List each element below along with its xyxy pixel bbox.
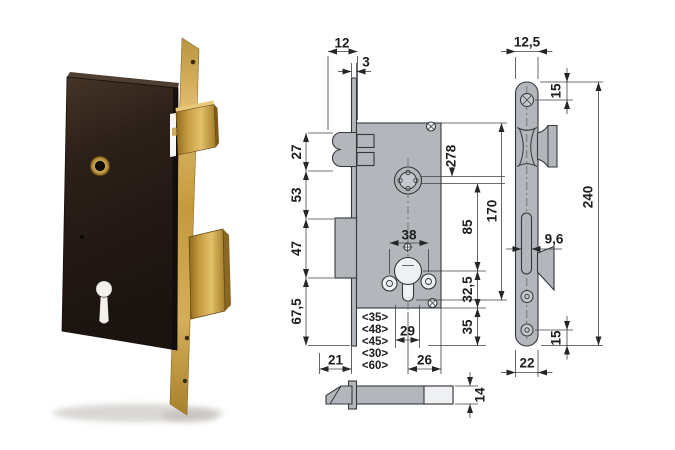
fv-screw-tr-cross2 [427, 123, 435, 130]
photo-body-top-bevel [67, 72, 179, 88]
fv-dim-32-5: 32,5 [460, 276, 475, 303]
sv-screw-mid [520, 290, 534, 303]
sv-deadbolt-wedge [536, 245, 555, 292]
fv-follower-inner [399, 171, 417, 190]
fv-flank-hole-right [420, 273, 437, 290]
sv-dim-15-bottom: 15 [549, 330, 564, 346]
sv-bolt-slot [520, 212, 533, 275]
sv-screw-top-cross2 [522, 95, 532, 105]
photo-follower-hole [94, 160, 106, 172]
product-photo [53, 37, 231, 422]
sv-screw-bottom-inner [524, 327, 530, 333]
fv-screw-br-cross2 [429, 299, 436, 307]
fv-dim-35: 35 [460, 319, 475, 335]
sv-latch-slot-left [519, 128, 524, 166]
sv-latch-slot-top [516, 127, 538, 131]
sv-latch-head [536, 124, 558, 168]
fv-latch-inner-bottom [356, 151, 375, 167]
photo-plate-screw-mid [184, 335, 190, 341]
photo-latch-top-face [175, 100, 214, 112]
fv-cylinder-circle [393, 256, 423, 286]
fv-dim-12: 12 [334, 36, 349, 51]
fv-dim-85: 85 [460, 219, 475, 235]
photo-latch-bolt [175, 104, 217, 156]
fv-size-30: <30> [362, 348, 389, 360]
photo-deadbolt-side-face [223, 229, 231, 311]
fv-dim-38: 38 [401, 228, 417, 243]
fv-follower-notch-e [413, 177, 419, 184]
fv-size-48: <48> [362, 324, 389, 336]
sv-screw-bottom [520, 323, 534, 337]
fv-dim-29: 29 [400, 324, 415, 339]
photo-latch-side-face [214, 104, 219, 147]
fv-dim-3: 3 [362, 55, 370, 70]
fv-latch-topview-bevel [329, 385, 342, 405]
fv-dim-278: 278 [444, 144, 459, 167]
fv-dim-53: 53 [289, 187, 304, 203]
photo-keyhole-slot [98, 293, 110, 325]
side-view-drawing: 12,5 15 240 9,6 15 22 [501, 35, 603, 377]
sv-dim-15-top: 15 [549, 83, 564, 99]
sv-latch-slot-bottom [516, 163, 538, 167]
fv-size-60: <60> [362, 360, 389, 372]
fv-latch-inner-top [356, 133, 375, 149]
fv-dim-67-5: 67,5 [289, 298, 304, 325]
fv-dim-26: 26 [417, 353, 433, 368]
photo-shadow-plate [162, 410, 218, 422]
fv-size-35: <35> [362, 312, 389, 324]
front-view-drawing: 12 3 27 53 47 67,5 38 29 21 [289, 36, 507, 418]
fv-faceplate [350, 77, 358, 347]
fv-latch-topview-tail [423, 385, 454, 405]
sv-dim-240: 240 [581, 186, 596, 209]
fv-deadbolt [334, 217, 358, 279]
fv-flank-hole-left [381, 275, 398, 292]
sv-latch-slot-right [530, 128, 535, 166]
photo-keyhole-circle [95, 280, 113, 298]
fv-size-45: <45> [362, 336, 389, 348]
photo-body-screw [80, 235, 84, 239]
sv-dim-22: 22 [519, 356, 534, 371]
fv-follower-notch-s [405, 185, 411, 192]
photo-lock-body [61, 76, 179, 351]
photo-plate-screw-top [190, 59, 196, 65]
fv-follower-notch-w [397, 177, 403, 184]
photo-deadbolt [188, 228, 226, 320]
fv-flank-hole-right-inner [425, 278, 432, 285]
photo-plate-screw-bottom [182, 378, 188, 384]
fv-dim-21: 21 [328, 353, 344, 368]
fv-dim-47: 47 [289, 241, 304, 256]
fv-follower-notch-n [405, 169, 411, 176]
fv-dim-27: 27 [289, 144, 304, 159]
sv-dim-12-5: 12,5 [514, 35, 541, 50]
sv-dim-9-6: 9,6 [545, 232, 564, 247]
fv-latch [331, 131, 358, 168]
fv-flank-hole-left-inner [386, 280, 393, 287]
fv-dim-14: 14 [473, 387, 488, 403]
sv-screw-mid-inner [524, 293, 530, 300]
fv-dim-170: 170 [485, 200, 500, 223]
